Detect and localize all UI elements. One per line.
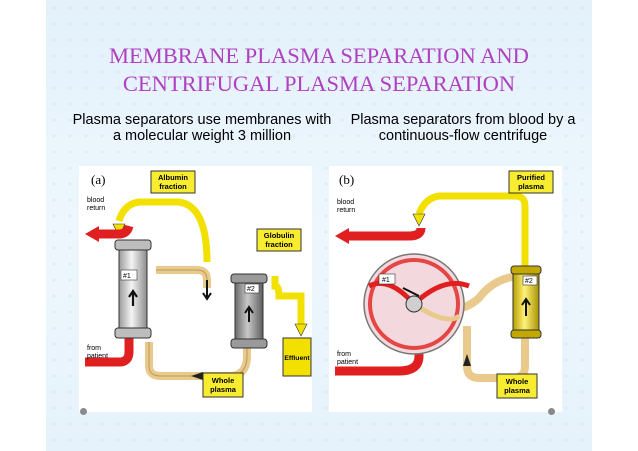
svg-text:Albumin: Albumin [158,173,188,182]
upflow-arrow-icon [128,289,138,306]
svg-text:Purified: Purified [517,173,545,182]
from-patient-label: from [87,345,101,352]
blood-return-label-b: blood [337,199,354,206]
effluent-label: Effluent [284,355,310,362]
svg-text:return: return [337,207,355,214]
title-line-2: CENTRIFUGAL PLASMA SEPARATION [122,71,516,96]
membrane-separator-1 [118,249,148,329]
blood-inflow-line-b [335,326,424,376]
separator-1-label: #1 [123,273,131,280]
svg-text:patient: patient [337,359,358,366]
figure-tag-a: (a) [91,172,105,187]
svg-text:fraction: fraction [159,182,187,191]
globulin-fraction-box [256,228,302,252]
from-patient-label-b: from [337,351,351,358]
purified-plasma-flow-line [415,192,529,266]
subtitle-centrifuge: Plasma separators from blood by a contin… [350,112,576,144]
blood-return-arrow-icon [85,226,99,242]
whole-plasma-box-b [496,373,538,399]
purified-plasma-box [508,170,554,194]
centrifuge-unit-label: #1 [382,277,390,284]
svg-text:plasma: plasma [504,386,531,395]
membrane-diagram: (a) #1 #2 blood return from patient Albu… [85,170,312,398]
blood-return-line-b [347,227,426,241]
svg-text:patient: patient [87,353,108,360]
separator-2-label: #2 [247,286,255,293]
blood-return-label: blood [87,197,104,204]
blood-return-line [97,224,134,239]
svg-text:Whole: Whole [212,376,235,385]
globulin-flow-line [271,276,305,326]
effluent-arrow-icon [294,323,308,337]
effluent-container [282,337,312,377]
blood-return-arrow-icon-b [335,228,349,244]
svg-text:return: return [87,205,105,212]
centrifuge-hub [405,295,423,313]
membrane-separation-figure: (a) #1 #2 blood return from patient Albu… [79,166,312,412]
albumin-fraction-box [150,170,196,194]
subtitle-membrane: Plasma separators use membranes with a m… [72,112,332,144]
whole-plasma-arrow-icon [191,372,203,380]
blood-inflow-line [85,336,134,367]
purified-arrow-icon [412,213,426,227]
slide-dot-right [548,408,555,415]
svg-text:Globulin: Globulin [264,231,295,240]
svg-text:fraction: fraction [265,240,293,249]
svg-text:Whole: Whole [506,377,529,386]
centrifuge-diagram: (b) #1 #2 blood return from patient Puri… [335,170,554,399]
centrifuge-separation-figure: (b) #1 #2 blood return from patient Puri… [329,166,562,412]
whole-plasma-box [202,372,244,398]
slide-title: MEMBRANE PLASMA SEPARATION AND CENTRIFUG… [46,42,592,98]
slide-dot-left [80,408,87,415]
svg-text:plasma: plasma [518,182,545,191]
albumin-flow-line [115,198,211,263]
whole-plasma-flow-line [145,266,251,380]
separator-2-label-b: #2 [525,278,533,285]
svg-text:plasma: plasma [210,385,237,394]
figure-tag-b: (b) [339,172,354,187]
title-line-1: MEMBRANE PLASMA SEPARATION AND [109,43,529,68]
